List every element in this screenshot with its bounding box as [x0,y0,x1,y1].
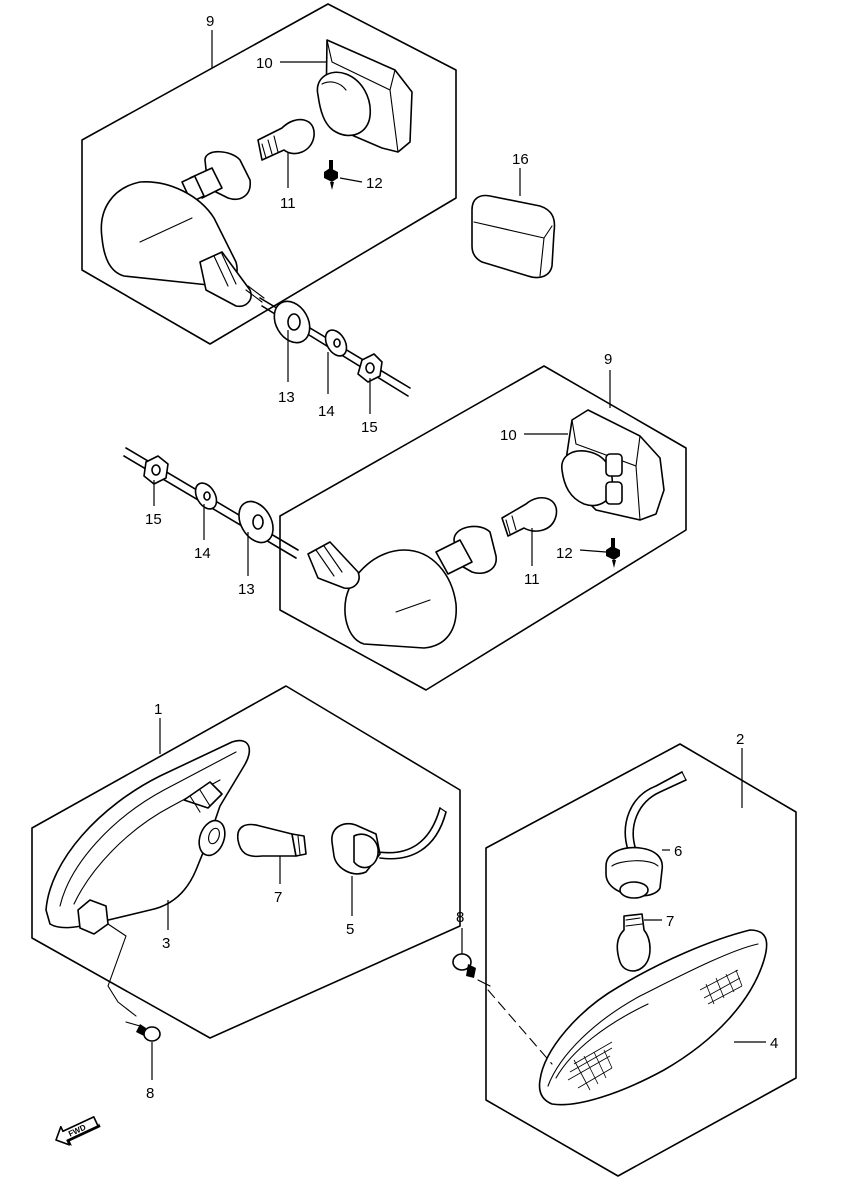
callout-15-upper: 15 [361,419,378,436]
callout-16: 16 [512,151,529,168]
callout-6: 6 [674,843,682,860]
position-lamp-assembly-left [31,685,461,1042]
callout-11-upper: 11 [280,195,296,212]
lens-part-4 [538,929,768,1106]
socket-part-6 [605,771,687,899]
screw-part-12-b [606,538,620,568]
callout-13-upper: 13 [278,389,295,406]
lens-hatch-large [567,1041,613,1091]
callout-labels: 9 10 11 12 16 13 14 15 9 10 11 12 15 14 … [145,13,778,1102]
group-frame-left [31,685,461,1039]
callout-12-middle: 12 [556,545,573,562]
callout-7-left: 7 [274,889,282,906]
lens-housing-part-10 [316,39,413,153]
callout-3: 3 [162,935,170,952]
bulb-part-11 [257,118,315,161]
callout-8-right: 8 [456,909,464,926]
screw-part-12 [324,160,338,190]
callout-12-upper: 12 [366,175,383,192]
signal-body [100,181,265,308]
bulb-part-7-b [616,913,651,972]
screw-part-8-b [452,953,553,1065]
callout-5: 5 [346,921,354,938]
callout-7-right: 7 [666,913,674,930]
lamp-body-part-3 [45,739,251,1017]
screw-part-8 [125,1021,161,1042]
callout-4: 4 [770,1035,778,1052]
signal-body-b [307,541,457,649]
callout-10-upper: 10 [256,55,273,72]
lens-hatch-small [699,969,743,1005]
socket-b [435,525,497,575]
position-lamp-assembly-right [452,743,797,1177]
callout-13-middle: 13 [238,581,255,598]
lens-housing-part-10-b [561,409,665,521]
turn-signal-assembly-upper [81,3,457,397]
callout-11-middle: 11 [524,571,540,588]
callout-14-middle: 14 [194,545,211,562]
group-frame-middle [279,365,687,691]
bulb-part-11-b [501,496,558,537]
turn-signal-assembly-middle [123,365,687,691]
mounting-hardware-middle [123,447,299,559]
group-frame-right [485,743,797,1177]
forward-direction-arrow-icon: FWD [55,1116,101,1146]
group-frame-upper [81,3,457,345]
leader-lines [151,30,766,1080]
callout-8-left: 8 [146,1085,154,1102]
socket [181,150,251,203]
callout-14-upper: 14 [318,403,335,420]
callout-2: 2 [736,731,744,748]
callout-15-middle: 15 [145,511,162,528]
callout-9-middle: 9 [604,351,612,368]
mounting-hardware-upper [259,297,411,397]
socket-part-5 [331,807,447,875]
bulb-part-7 [236,823,307,858]
cover-part-16 [471,194,556,279]
callout-1: 1 [154,701,162,718]
callout-10-middle: 10 [500,427,517,444]
callout-9-upper: 9 [206,13,214,30]
